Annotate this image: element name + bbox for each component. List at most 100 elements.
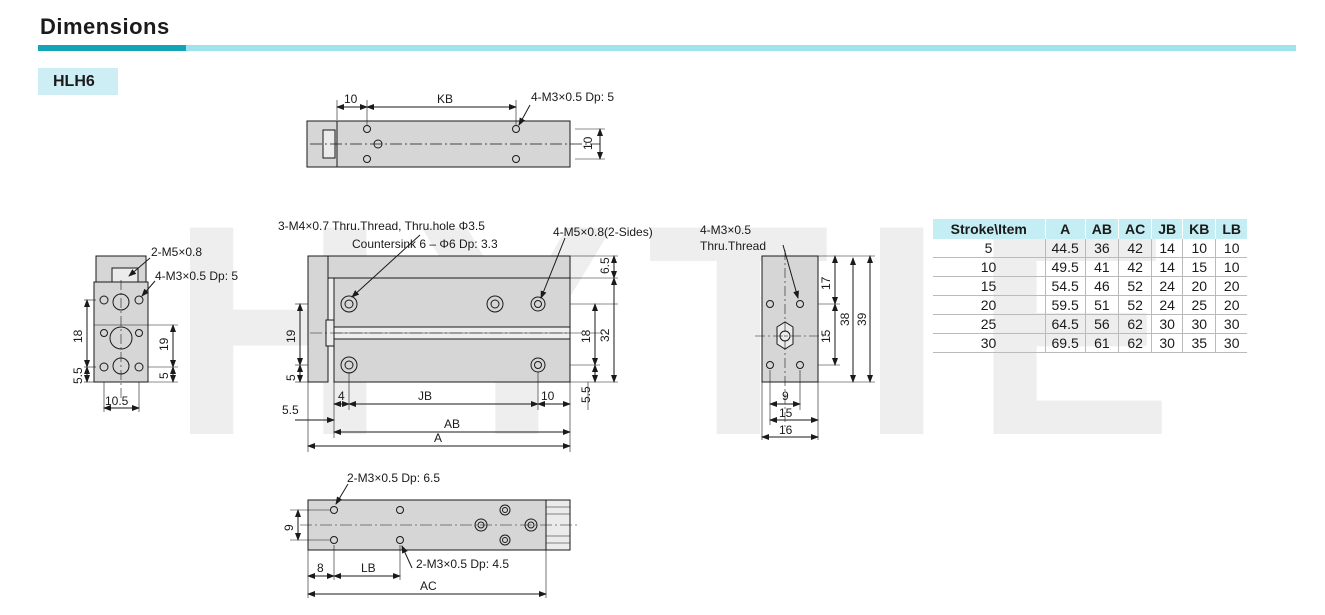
stroke-spec-table: Stroke\Item A AB AC JB KB LB 5 44.5 36 4… <box>932 219 1248 353</box>
dim-end-19: 19 <box>157 337 171 351</box>
table-cell: 10 <box>1215 257 1248 277</box>
dim-side-9: 9 <box>782 389 789 403</box>
table-row: 15 54.5 46 52 24 20 20 <box>932 276 1248 296</box>
dim-bot-8: 8 <box>317 561 324 575</box>
table-cell: 52 <box>1117 276 1152 296</box>
bottom-view <box>290 483 580 598</box>
dim-front-ab: AB <box>444 417 460 431</box>
page-title: Dimensions <box>40 14 170 39</box>
table-cell: 20 <box>1215 295 1248 315</box>
front-view <box>295 234 618 452</box>
dim-bot-ac: AC <box>420 579 437 593</box>
table-cell: 35 <box>1182 333 1216 353</box>
dim-front-4: 4 <box>338 389 345 403</box>
table-cell: 54.5 <box>1044 276 1086 296</box>
col-header: JB <box>1151 219 1183 239</box>
dim-front-18: 18 <box>579 329 593 343</box>
dim-end-55: 5.5 <box>71 367 85 384</box>
note-front-m5: 4-M5×0.8(2-Sides) <box>553 225 653 239</box>
table-cell: 42 <box>1117 239 1152 258</box>
table-cell: 20 <box>1182 276 1216 296</box>
table-cell: 30 <box>1215 314 1248 334</box>
dim-front-10: 10 <box>541 389 555 403</box>
end-view <box>84 255 178 412</box>
dim-top-side-10: 10 <box>581 136 595 150</box>
col-header: Stroke\Item <box>932 219 1045 239</box>
dim-end-5: 5 <box>157 372 171 379</box>
table-cell: 62 <box>1117 333 1152 353</box>
dim-front-55b: 5.5 <box>579 386 593 403</box>
table-cell: 30 <box>1151 333 1183 353</box>
dim-front-a: A <box>434 431 442 445</box>
col-header: AC <box>1117 219 1152 239</box>
table-cell: 46 <box>1084 276 1119 296</box>
table-cell: 20 <box>932 295 1045 315</box>
dim-front-jb: JB <box>418 389 432 403</box>
note-bot-m3a: 2-M3×0.5 Dp: 6.5 <box>347 471 440 485</box>
table-cell: 14 <box>1151 239 1183 258</box>
model-tag: HLH6 <box>38 68 118 95</box>
note-end-m5: 2-M5×0.8 <box>151 245 202 259</box>
table-cell: 30 <box>1151 314 1183 334</box>
table-cell: 25 <box>1182 295 1216 315</box>
dim-side-38: 38 <box>838 312 852 326</box>
header-rule-accent <box>38 45 186 51</box>
table-row: 30 69.5 61 62 30 35 30 <box>932 333 1248 353</box>
dim-front-19: 19 <box>284 329 298 343</box>
dim-front-55a: 5.5 <box>282 403 299 417</box>
dim-side-15b: 15 <box>779 406 793 420</box>
note-end-m3: 4-M3×0.5 Dp: 5 <box>155 269 238 283</box>
dim-front-65: 6.5 <box>598 257 612 274</box>
table-cell: 41 <box>1084 257 1119 277</box>
table-cell: 64.5 <box>1044 314 1086 334</box>
dim-top-10: 10 <box>344 92 358 106</box>
dim-front-32: 32 <box>598 328 612 342</box>
dim-side-16: 16 <box>779 423 793 437</box>
header-rule <box>38 45 1296 51</box>
table-cell: 30 <box>1182 314 1216 334</box>
table-row: 10 49.5 41 42 14 15 10 <box>932 257 1248 277</box>
table-header-row: Stroke\Item A AB AC JB KB LB <box>932 219 1248 239</box>
table-cell: 59.5 <box>1044 295 1086 315</box>
table-cell: 5 <box>932 239 1045 258</box>
dim-end-105: 10.5 <box>105 394 129 408</box>
table-cell: 25 <box>932 314 1045 334</box>
table-cell: 36 <box>1084 239 1119 258</box>
dim-top-kb: KB <box>437 92 453 106</box>
table-cell: 10 <box>1215 239 1248 258</box>
table-cell: 30 <box>1215 333 1248 353</box>
note-side-m3: 4-M3×0.5 <box>700 223 751 237</box>
col-header: KB <box>1182 219 1216 239</box>
table-cell: 49.5 <box>1044 257 1086 277</box>
note-top-m3: 4-M3×0.5 Dp: 5 <box>531 90 614 104</box>
top-view <box>306 100 605 168</box>
dim-bot-9: 9 <box>282 524 296 531</box>
table-cell: 15 <box>932 276 1045 296</box>
col-header: AB <box>1084 219 1119 239</box>
dim-bot-lb: LB <box>361 561 376 575</box>
note-front-m4: 3-M4×0.7 Thru.Thread, Thru.hole Φ3.5 <box>278 219 485 233</box>
table-cell: 30 <box>932 333 1045 353</box>
table-cell: 56 <box>1084 314 1119 334</box>
col-header: A <box>1044 219 1086 239</box>
table-cell: 20 <box>1215 276 1248 296</box>
table-cell: 61 <box>1084 333 1119 353</box>
dim-end-18: 18 <box>71 329 85 343</box>
dim-side-15: 15 <box>819 329 833 343</box>
dim-front-5: 5 <box>284 374 298 381</box>
table-row: 5 44.5 36 42 14 10 10 <box>932 239 1248 258</box>
dim-side-39: 39 <box>855 312 869 326</box>
table-row: 25 64.5 56 62 30 30 30 <box>932 314 1248 334</box>
table-cell: 69.5 <box>1044 333 1086 353</box>
note-bot-m3b: 2-M3×0.5 Dp: 4.5 <box>416 557 509 571</box>
note-side-thru: Thru.Thread <box>700 239 766 253</box>
note-front-cs: Countersink 6 – Φ6 Dp: 3.3 <box>352 237 498 251</box>
table-cell: 10 <box>1182 239 1216 258</box>
table-cell: 52 <box>1117 295 1152 315</box>
table-cell: 44.5 <box>1044 239 1086 258</box>
table-cell: 14 <box>1151 257 1183 277</box>
table-row: 20 59.5 51 52 24 25 20 <box>932 295 1248 315</box>
col-header: LB <box>1215 219 1248 239</box>
table-cell: 42 <box>1117 257 1152 277</box>
